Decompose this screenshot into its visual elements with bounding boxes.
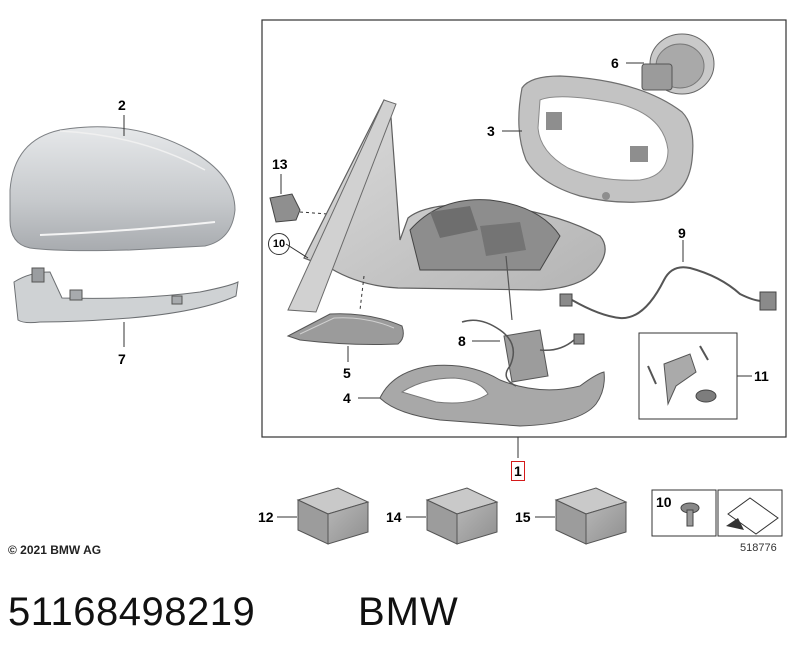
part-box-15[interactable] [554, 487, 628, 545]
assembly-frame [261, 19, 787, 438]
mirror-actuator-part[interactable] [641, 33, 715, 95]
connector-part[interactable] [269, 193, 329, 223]
part-box-12[interactable] [296, 487, 370, 545]
legend-box-symbol [717, 489, 783, 537]
mirror-cap-part[interactable] [9, 126, 236, 252]
label-10-circled: 10 [268, 233, 290, 255]
label-5: 5 [343, 365, 351, 381]
legend-label-10: 10 [656, 494, 672, 510]
part-number-caption: 51168498219 [8, 590, 256, 634]
label-4: 4 [343, 390, 351, 406]
label-14: 14 [386, 509, 402, 525]
label-9: 9 [678, 225, 686, 241]
mirror-housing-part[interactable] [287, 99, 606, 313]
legend-box-screw [651, 489, 717, 537]
label-7: 7 [118, 351, 126, 367]
copyright-text: © 2021 BMW AG [8, 543, 102, 557]
label-1: 1 [514, 463, 522, 479]
label-8: 8 [458, 333, 466, 349]
bracket-kit-part[interactable] [647, 345, 717, 406]
part-box-14[interactable] [425, 487, 499, 545]
lower-trim-part[interactable] [379, 364, 605, 427]
arrow-symbol-icon [726, 497, 779, 535]
label-13: 13 [272, 156, 288, 172]
wiring-harness-part[interactable] [559, 266, 777, 320]
label-2: 2 [118, 97, 126, 113]
mirror-frame-part[interactable] [518, 75, 694, 203]
label-15: 15 [515, 509, 531, 525]
diagram-number: 518776 [740, 542, 777, 554]
control-module-part[interactable] [461, 255, 585, 387]
label-3: 3 [487, 123, 495, 139]
label-11: 11 [754, 368, 769, 384]
highlight-box [511, 461, 525, 481]
lower-cover-part[interactable] [286, 313, 404, 345]
screw-part[interactable] [680, 502, 700, 527]
label-6: 6 [611, 55, 619, 71]
brand-caption: BMW [358, 590, 459, 634]
label-12: 12 [258, 509, 274, 525]
turn-signal-part[interactable] [13, 267, 239, 324]
